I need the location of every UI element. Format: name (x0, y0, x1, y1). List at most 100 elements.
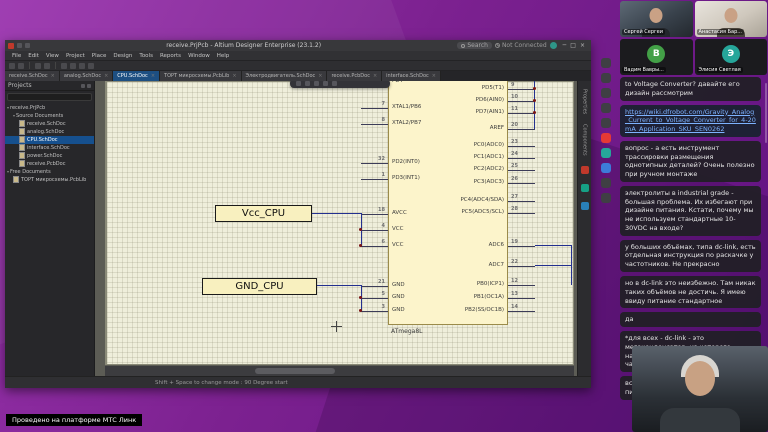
wire[interactable] (535, 245, 571, 246)
record-icon[interactable] (600, 133, 611, 143)
place-wire-icon[interactable] (296, 81, 301, 86)
user-avatar[interactable] (549, 42, 557, 49)
place-part-icon[interactable] (305, 81, 310, 86)
undo-icon[interactable] (25, 43, 30, 48)
port-vcc-cpu[interactable]: Vcc_CPU (215, 205, 312, 222)
panel-icon-blue[interactable] (580, 201, 589, 210)
menu-reports[interactable]: Reports (159, 52, 182, 59)
zoom-icon[interactable] (35, 62, 41, 69)
tab-components[interactable]: Components (581, 124, 588, 156)
tree-item[interactable]: analog.SchDoc (5, 128, 94, 136)
apps-icon[interactable] (600, 163, 611, 173)
wire-tool-icon[interactable] (61, 62, 67, 69)
menu-window[interactable]: Window (188, 52, 210, 59)
participants-icon[interactable] (600, 88, 611, 98)
more-icon[interactable] (600, 193, 611, 203)
place-text-icon[interactable] (332, 81, 337, 86)
open-icon[interactable] (9, 62, 15, 69)
global-search[interactable]: Search (457, 42, 492, 49)
doc-tab[interactable]: receive.SchDoc (5, 71, 60, 81)
wire[interactable] (535, 265, 571, 266)
projects-search-input[interactable] (7, 93, 92, 101)
save-all-icon[interactable] (18, 62, 24, 69)
active-bar[interactable] (290, 81, 390, 88)
participant-avatar-tile[interactable]: Э Элисия Светлая (694, 39, 767, 75)
horizontal-scrollbar[interactable] (105, 366, 574, 376)
tree-item[interactable]: receive.PrjPcb (5, 104, 94, 112)
minimize-button[interactable]: ─ (562, 42, 567, 49)
doc-tab[interactable]: ТОРТ микросхемы.PcbLib (160, 71, 242, 81)
doc-tab-active[interactable]: CPU.SchDoc (113, 71, 161, 81)
tree-item-selected[interactable]: CPU.SchDoc (5, 136, 94, 144)
doc-tab[interactable]: interface.SchDoc (382, 71, 441, 81)
doc-tab[interactable]: Электродвигатель.SchDoc (241, 71, 328, 81)
fit-view-icon[interactable] (44, 62, 50, 69)
component-designator-label[interactable]: ATmega8L (391, 328, 423, 335)
settings-icon[interactable] (600, 178, 611, 188)
place-port-icon[interactable] (314, 81, 319, 86)
chat-icon[interactable] (600, 73, 611, 83)
doc-tab[interactable]: receive.PcbDoc (327, 71, 383, 81)
tree-item[interactable]: receive.SchDoc (5, 120, 94, 128)
menu-view[interactable]: View (45, 52, 59, 59)
tree-item[interactable]: power.SchDoc (5, 152, 94, 160)
wire[interactable] (312, 213, 361, 214)
menu-edit[interactable]: Edit (28, 52, 39, 59)
questions-icon[interactable] (600, 103, 611, 113)
chat-message-link[interactable]: https://wiki.dfrobot.com/Gravity_Analog_… (620, 104, 761, 137)
chat-scrollbar[interactable] (765, 83, 767, 143)
port-gnd-cpu[interactable]: GND_CPU (202, 278, 317, 295)
menu-project[interactable]: Project (65, 52, 85, 59)
panel-icon-red[interactable] (580, 165, 589, 174)
connection-status[interactable]: Not Connected (494, 42, 547, 49)
screen-share-icon[interactable] (600, 148, 611, 158)
menu-place[interactable]: Place (91, 52, 107, 59)
gear-icon[interactable] (81, 83, 85, 88)
tree-item[interactable]: interface.SchDoc (5, 144, 94, 152)
tree-item[interactable]: Source Documents (5, 112, 94, 120)
presenter-video[interactable] (632, 346, 768, 432)
menu-tools[interactable]: Tools (139, 52, 153, 59)
part-tool-icon[interactable] (79, 62, 85, 69)
panel-icon-teal[interactable] (580, 183, 589, 192)
participant-avatar-tile[interactable]: В Вадим Вавры... (620, 39, 693, 75)
doc-tab[interactable]: analog.SchDoc (59, 71, 114, 81)
collapse-icon[interactable] (600, 58, 611, 68)
save-icon[interactable] (17, 43, 22, 48)
menu-help[interactable]: Help (216, 52, 230, 59)
tree-item[interactable]: ТОРТ микросхемы.PcbLib (5, 176, 94, 184)
netlabel-tool-icon[interactable] (88, 62, 94, 69)
close-button[interactable]: × (579, 42, 585, 49)
smile-icon[interactable] (600, 118, 611, 128)
tab-properties[interactable]: Properties (581, 89, 588, 115)
scrollbar-thumb[interactable] (255, 368, 335, 374)
tree-item[interactable]: receive.PcbDoc (5, 160, 94, 168)
place-netlabel-icon[interactable] (323, 81, 328, 86)
tree-item[interactable]: Free Documents (5, 168, 94, 176)
wire[interactable] (571, 245, 572, 285)
